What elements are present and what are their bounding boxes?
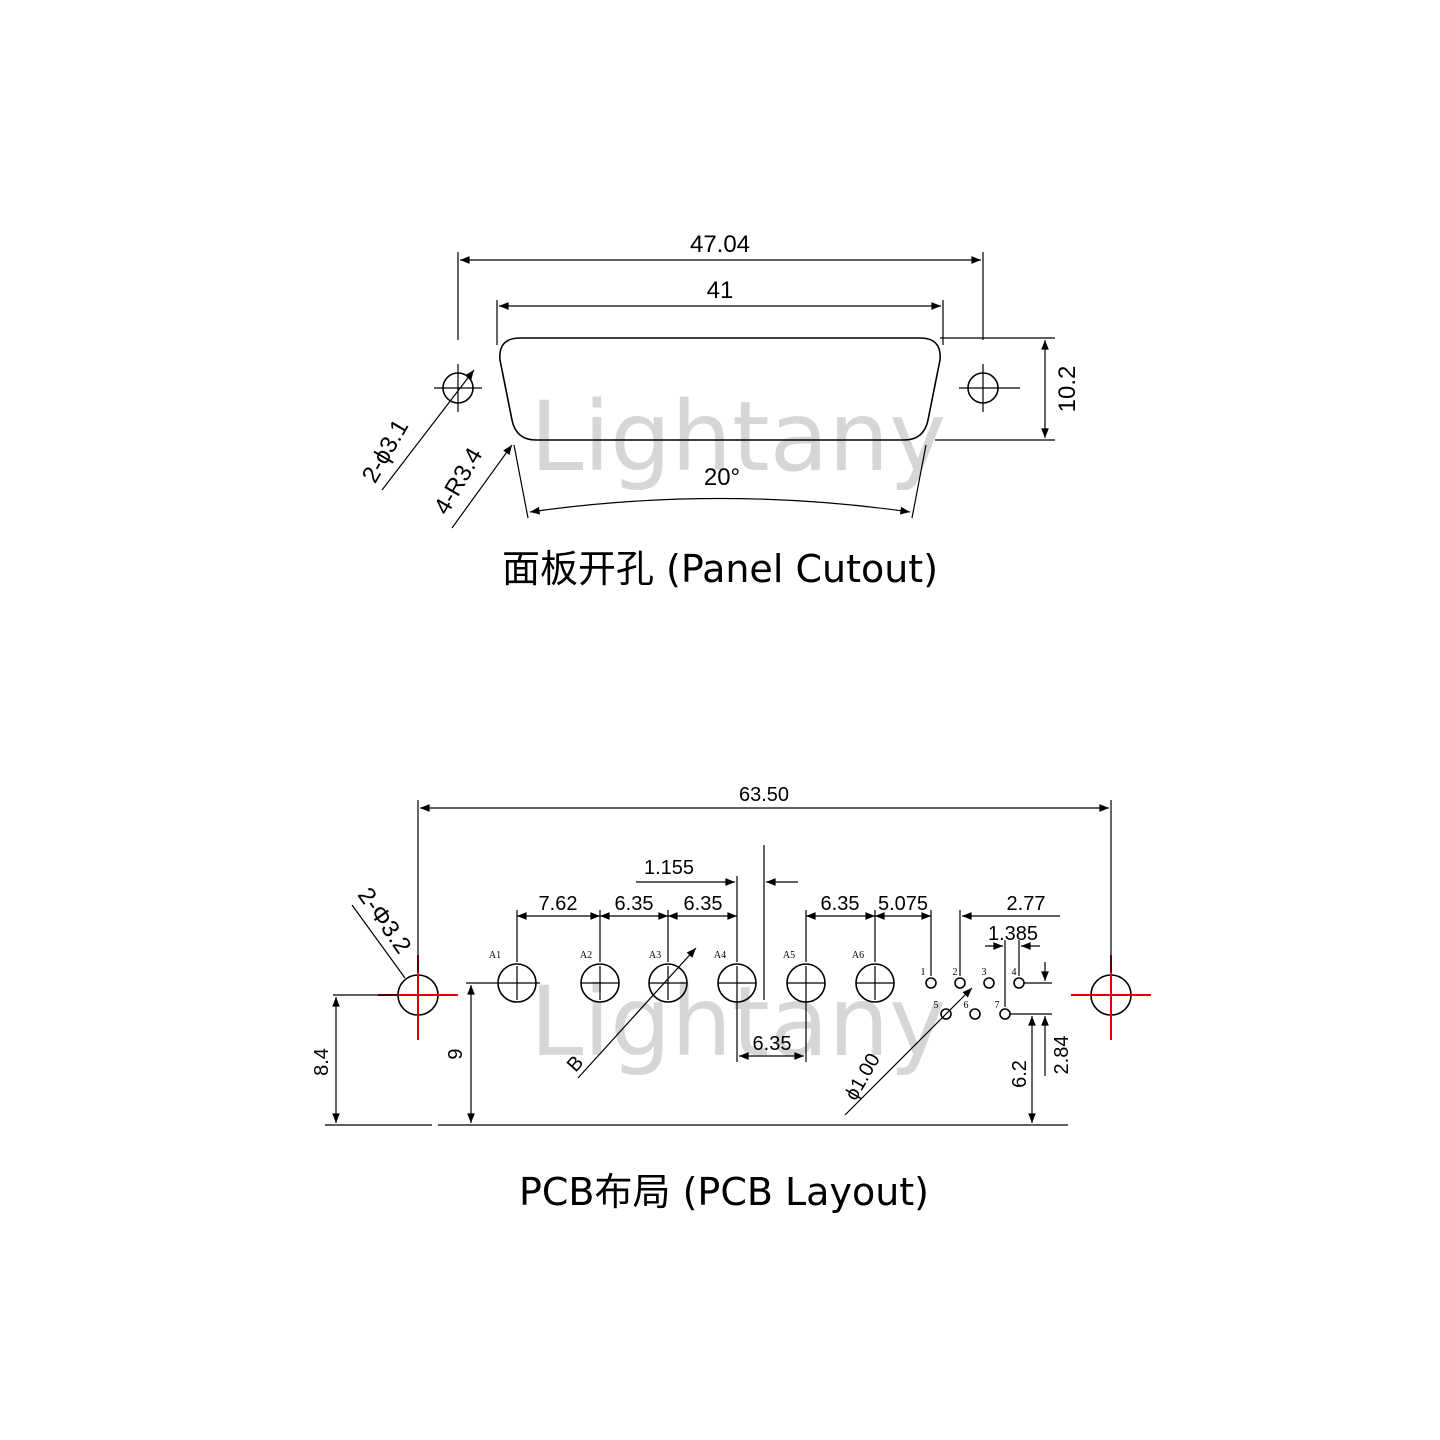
pin-4	[1013, 977, 1025, 989]
pin-label-5: 5	[934, 1000, 939, 1011]
dim-hole-dia: 2-ϕ3.1	[357, 415, 414, 488]
dim-angle: 20°	[704, 464, 740, 491]
pin-label-a3: A3	[649, 950, 661, 961]
dim-pitch-5075: 5.075	[878, 893, 928, 915]
dim-height: 10.2	[1054, 366, 1081, 413]
panel-cutout-caption: 面板开孔 (Panel Cutout)	[502, 547, 938, 591]
pin-3	[983, 977, 995, 989]
pin-label-a4: A4	[714, 950, 726, 961]
dim-overall-width: 47.04	[690, 231, 750, 258]
pin-label-4: 4	[1012, 967, 1017, 978]
dim-pin-row-height: 9	[445, 1048, 467, 1059]
pin-label-3: 3	[982, 967, 987, 978]
dim-pitch-635-b: 6.35	[684, 893, 723, 915]
dim-row-spacing: 2.84	[1051, 1036, 1073, 1075]
dim-pitch-1385: 1.385	[988, 923, 1038, 945]
dim-pitch-635-bottom: 6.35	[753, 1033, 792, 1055]
pin-2	[954, 977, 966, 989]
pin-label-6: 6	[964, 1000, 969, 1011]
dim-pcb-overall: 63.50	[739, 784, 789, 806]
pin-label-2: 2	[953, 967, 958, 978]
dim-offset-1155: 1.155	[644, 857, 694, 879]
dim-pitch-762: 7.62	[539, 893, 578, 915]
pin-6	[969, 1008, 981, 1020]
d-sub-cutout-outline	[499, 337, 941, 441]
dim-small-row-height: 6.2	[1009, 1060, 1031, 1088]
watermark-top: Lightany	[530, 381, 946, 493]
pin-label-a1: A1	[489, 950, 501, 961]
dim-corner-radius: 4-R3.4	[429, 443, 488, 519]
pin-label-1: 1	[921, 967, 926, 978]
pin-label-a2: A2	[580, 950, 592, 961]
pcb-layout-caption: PCB布局 (PCB Layout)	[519, 1170, 929, 1214]
small-pin-rows: 1 2 3 4 5 6 7	[921, 967, 1025, 1020]
pin-1	[925, 977, 937, 989]
dim-mount-height: 8.4	[311, 1048, 333, 1076]
pin-label-7: 7	[995, 1000, 1000, 1011]
pin-label-a5: A5	[783, 950, 795, 961]
watermark-bottom: Lightany	[530, 966, 946, 1078]
dim-pitch-635-c: 6.35	[821, 893, 860, 915]
dim-opening-width: 41	[707, 277, 734, 304]
pin-label-a6: A6	[852, 950, 864, 961]
pin-7	[999, 1008, 1011, 1020]
dim-pcb-hole-dia: 2-Φ3.2	[352, 883, 416, 959]
dim-pitch-635-a: 6.35	[615, 893, 654, 915]
pin-5	[940, 1008, 952, 1020]
dim-pitch-277: 2.77	[1007, 893, 1046, 915]
